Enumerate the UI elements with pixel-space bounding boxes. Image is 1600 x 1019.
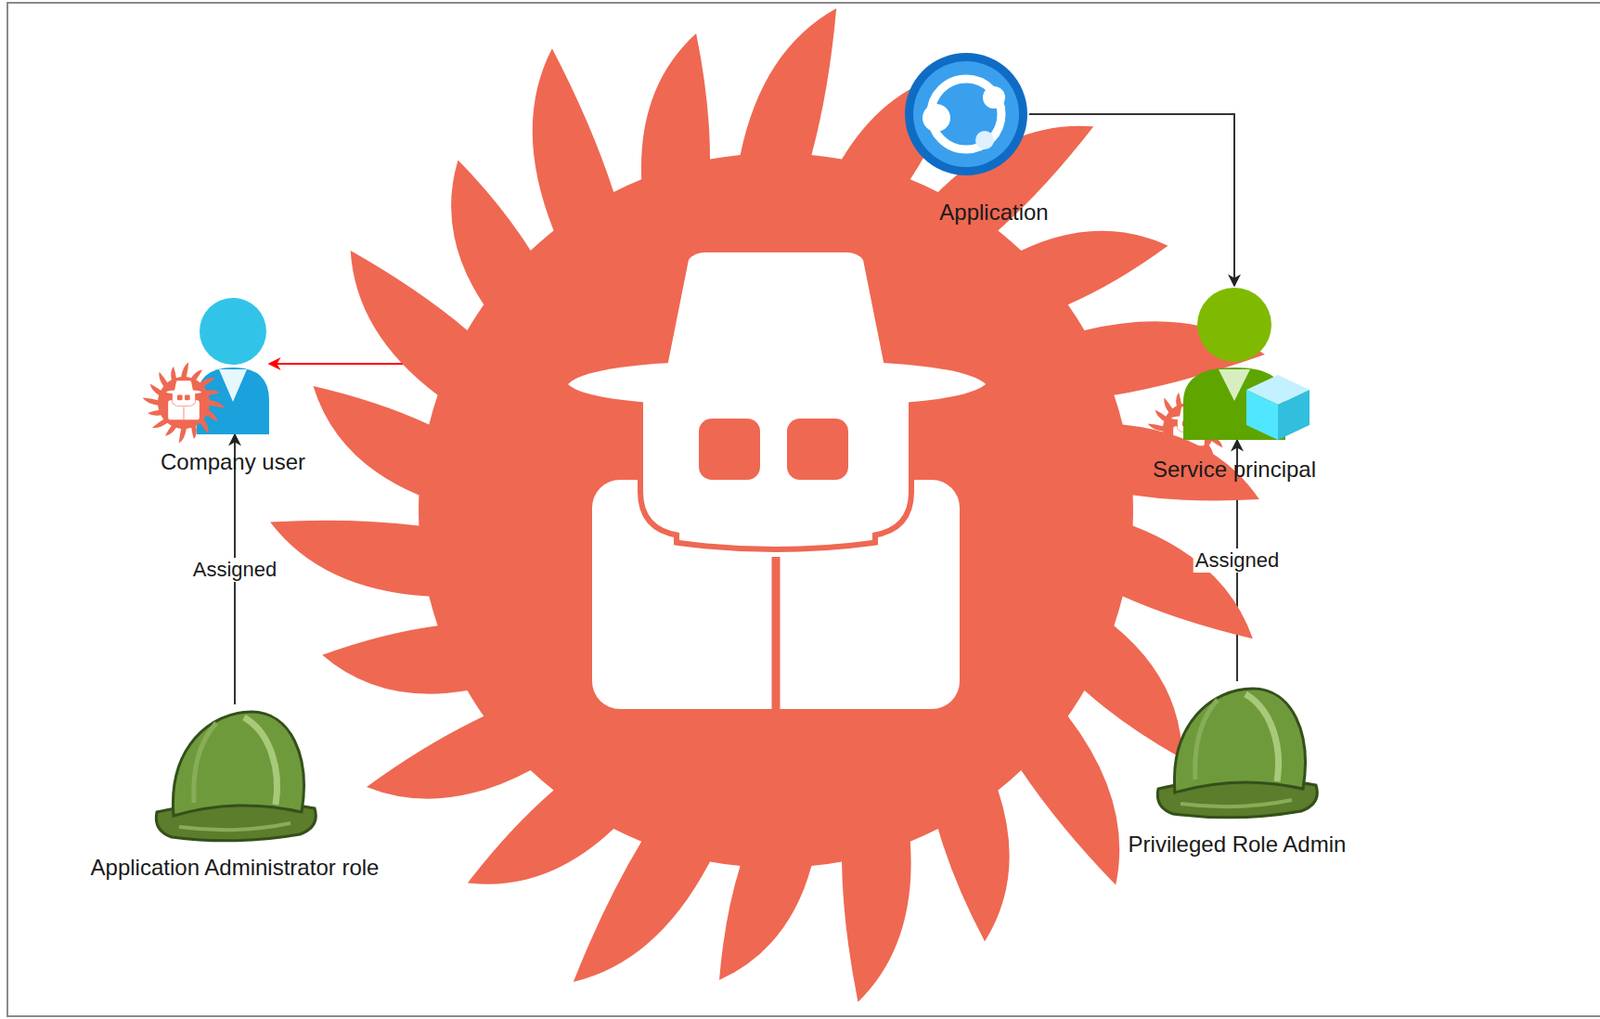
cube-left [1246, 389, 1278, 440]
role-helmet: Application Administrator role [151, 704, 319, 840]
hacker-eye [184, 395, 191, 401]
node-label: Privileged Role Admin [1128, 831, 1347, 858]
hacker-hat-brim [567, 360, 986, 407]
helmet-shine [244, 717, 278, 805]
helmet-shine [193, 722, 217, 803]
node-caption: Application Administrator role [90, 854, 380, 881]
hacker-figure [567, 252, 986, 710]
role-helmet [1152, 681, 1322, 817]
principal-collar [1218, 369, 1251, 401]
role-helmet: Privileged Role Admin [1152, 681, 1322, 817]
hacker-eye [787, 418, 849, 480]
user-collar [219, 369, 247, 402]
attacker-emblem [270, 8, 1265, 1003]
node-label: Application [939, 199, 1048, 226]
connector-arrow [233, 434, 236, 705]
user-icon [196, 297, 270, 435]
user-head [199, 297, 267, 365]
helmet-shine [1195, 699, 1218, 780]
node-label: Application Administrator role [90, 854, 380, 881]
node-caption: Application [939, 199, 1048, 226]
app-dot [982, 86, 1006, 109]
app-dot [975, 130, 994, 150]
helmet-dome [172, 711, 304, 816]
helmet-shine [1245, 694, 1279, 782]
hacker-figure [166, 380, 202, 420]
service-principal-icon [1168, 285, 1312, 440]
hacker-coat-line [772, 556, 781, 710]
hacker-coat-line [183, 406, 185, 420]
hacker-hat-brim [166, 389, 202, 394]
helmet-shine [179, 823, 291, 830]
cube-right [1277, 389, 1310, 440]
application-icon: Application [903, 51, 1030, 178]
canvas-frame [7, 2, 1600, 1017]
app-disc [913, 61, 1020, 168]
role-helmet [151, 704, 319, 840]
node-caption: Privileged Role Admin [1128, 831, 1347, 858]
hacker-eye [698, 418, 761, 480]
hacker-head [172, 393, 195, 406]
service-principal-icon: Service principal [1168, 285, 1312, 440]
node-label: Company user [160, 449, 306, 476]
application-icon [903, 51, 1030, 178]
emblem-sun [142, 361, 226, 443]
helmet-shine [1180, 800, 1292, 807]
hacker-head [643, 400, 909, 547]
node-caption: Service principal [1152, 456, 1317, 483]
principal-body [1183, 367, 1286, 440]
node-caption: Company user [160, 449, 306, 476]
node-label: Service principal [1152, 456, 1317, 483]
app-ring [904, 52, 1028, 176]
hacker-hat [174, 380, 194, 391]
helmet-dome [1174, 688, 1305, 793]
hacker-hat [666, 252, 886, 372]
hacker-eye [177, 395, 183, 401]
principal-head [1197, 287, 1272, 362]
attacker-emblem [270, 8, 1265, 1003]
emblem-sun [270, 8, 1265, 1003]
app-dot [922, 103, 951, 132]
user-icon: Company user [196, 297, 270, 435]
attacker-emblem [142, 361, 226, 443]
